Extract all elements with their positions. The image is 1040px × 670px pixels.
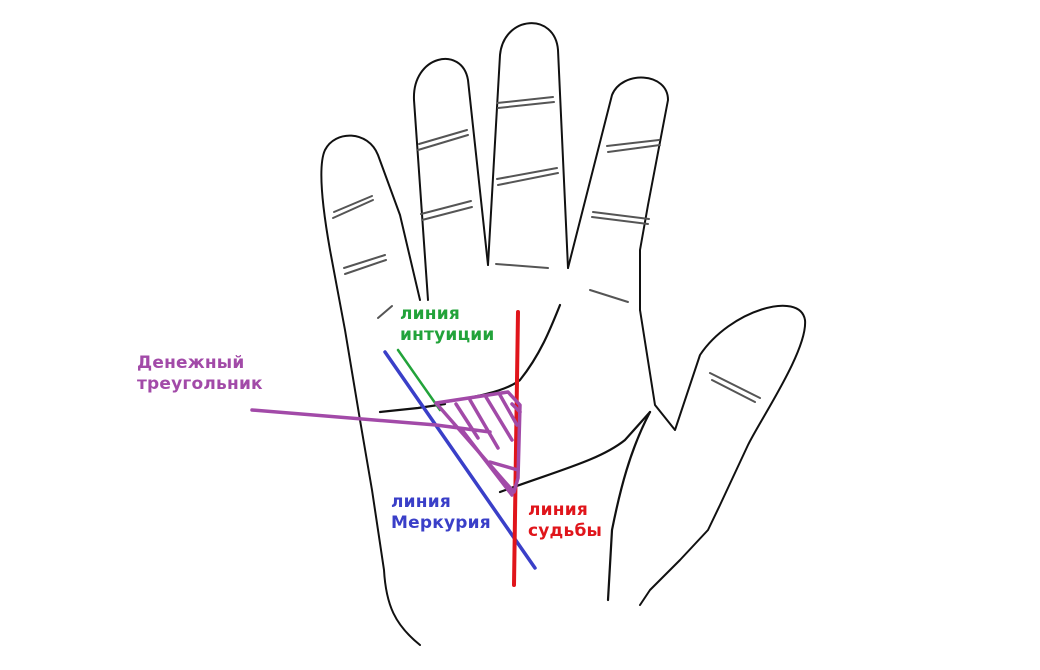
middle-finger (487, 22, 569, 269)
intuition-line-label: линия интуиции (400, 304, 495, 346)
fate-line-label-line1: линия (528, 500, 588, 520)
hand-outline (320, 22, 807, 646)
money-triangle-pointer (250, 408, 492, 434)
intuition-line-label-line1: линия (400, 304, 460, 324)
thumb-and-right-palm (639, 304, 807, 606)
head-line-right (498, 410, 652, 494)
ring-finger (412, 57, 489, 301)
life-line (606, 410, 652, 602)
money-triangle-label: Денежный треугольник (137, 353, 263, 395)
money-triangle-label-line1: Денежный (137, 353, 245, 373)
mercury-line (383, 350, 537, 570)
intuition-line (396, 348, 442, 412)
mercury-line-label-line2: Меркурия (391, 513, 491, 533)
index-finger (567, 76, 669, 311)
fate-line-label-line2: судьбы (528, 521, 603, 541)
money-triangle-outline (434, 390, 522, 494)
finger-creases (332, 96, 761, 403)
mercury-line-label: линия Меркурия (391, 492, 491, 534)
money-triangle-label-line2: треугольник (137, 374, 263, 394)
fate-line-label: линия судьбы (528, 500, 602, 542)
money-triangle (250, 390, 522, 497)
fate-line (512, 310, 520, 587)
intuition-line-label-line2: интуиции (400, 325, 495, 345)
little-finger-and-left-palm (320, 134, 421, 646)
mercury-line-label-line1: линия (391, 492, 451, 512)
